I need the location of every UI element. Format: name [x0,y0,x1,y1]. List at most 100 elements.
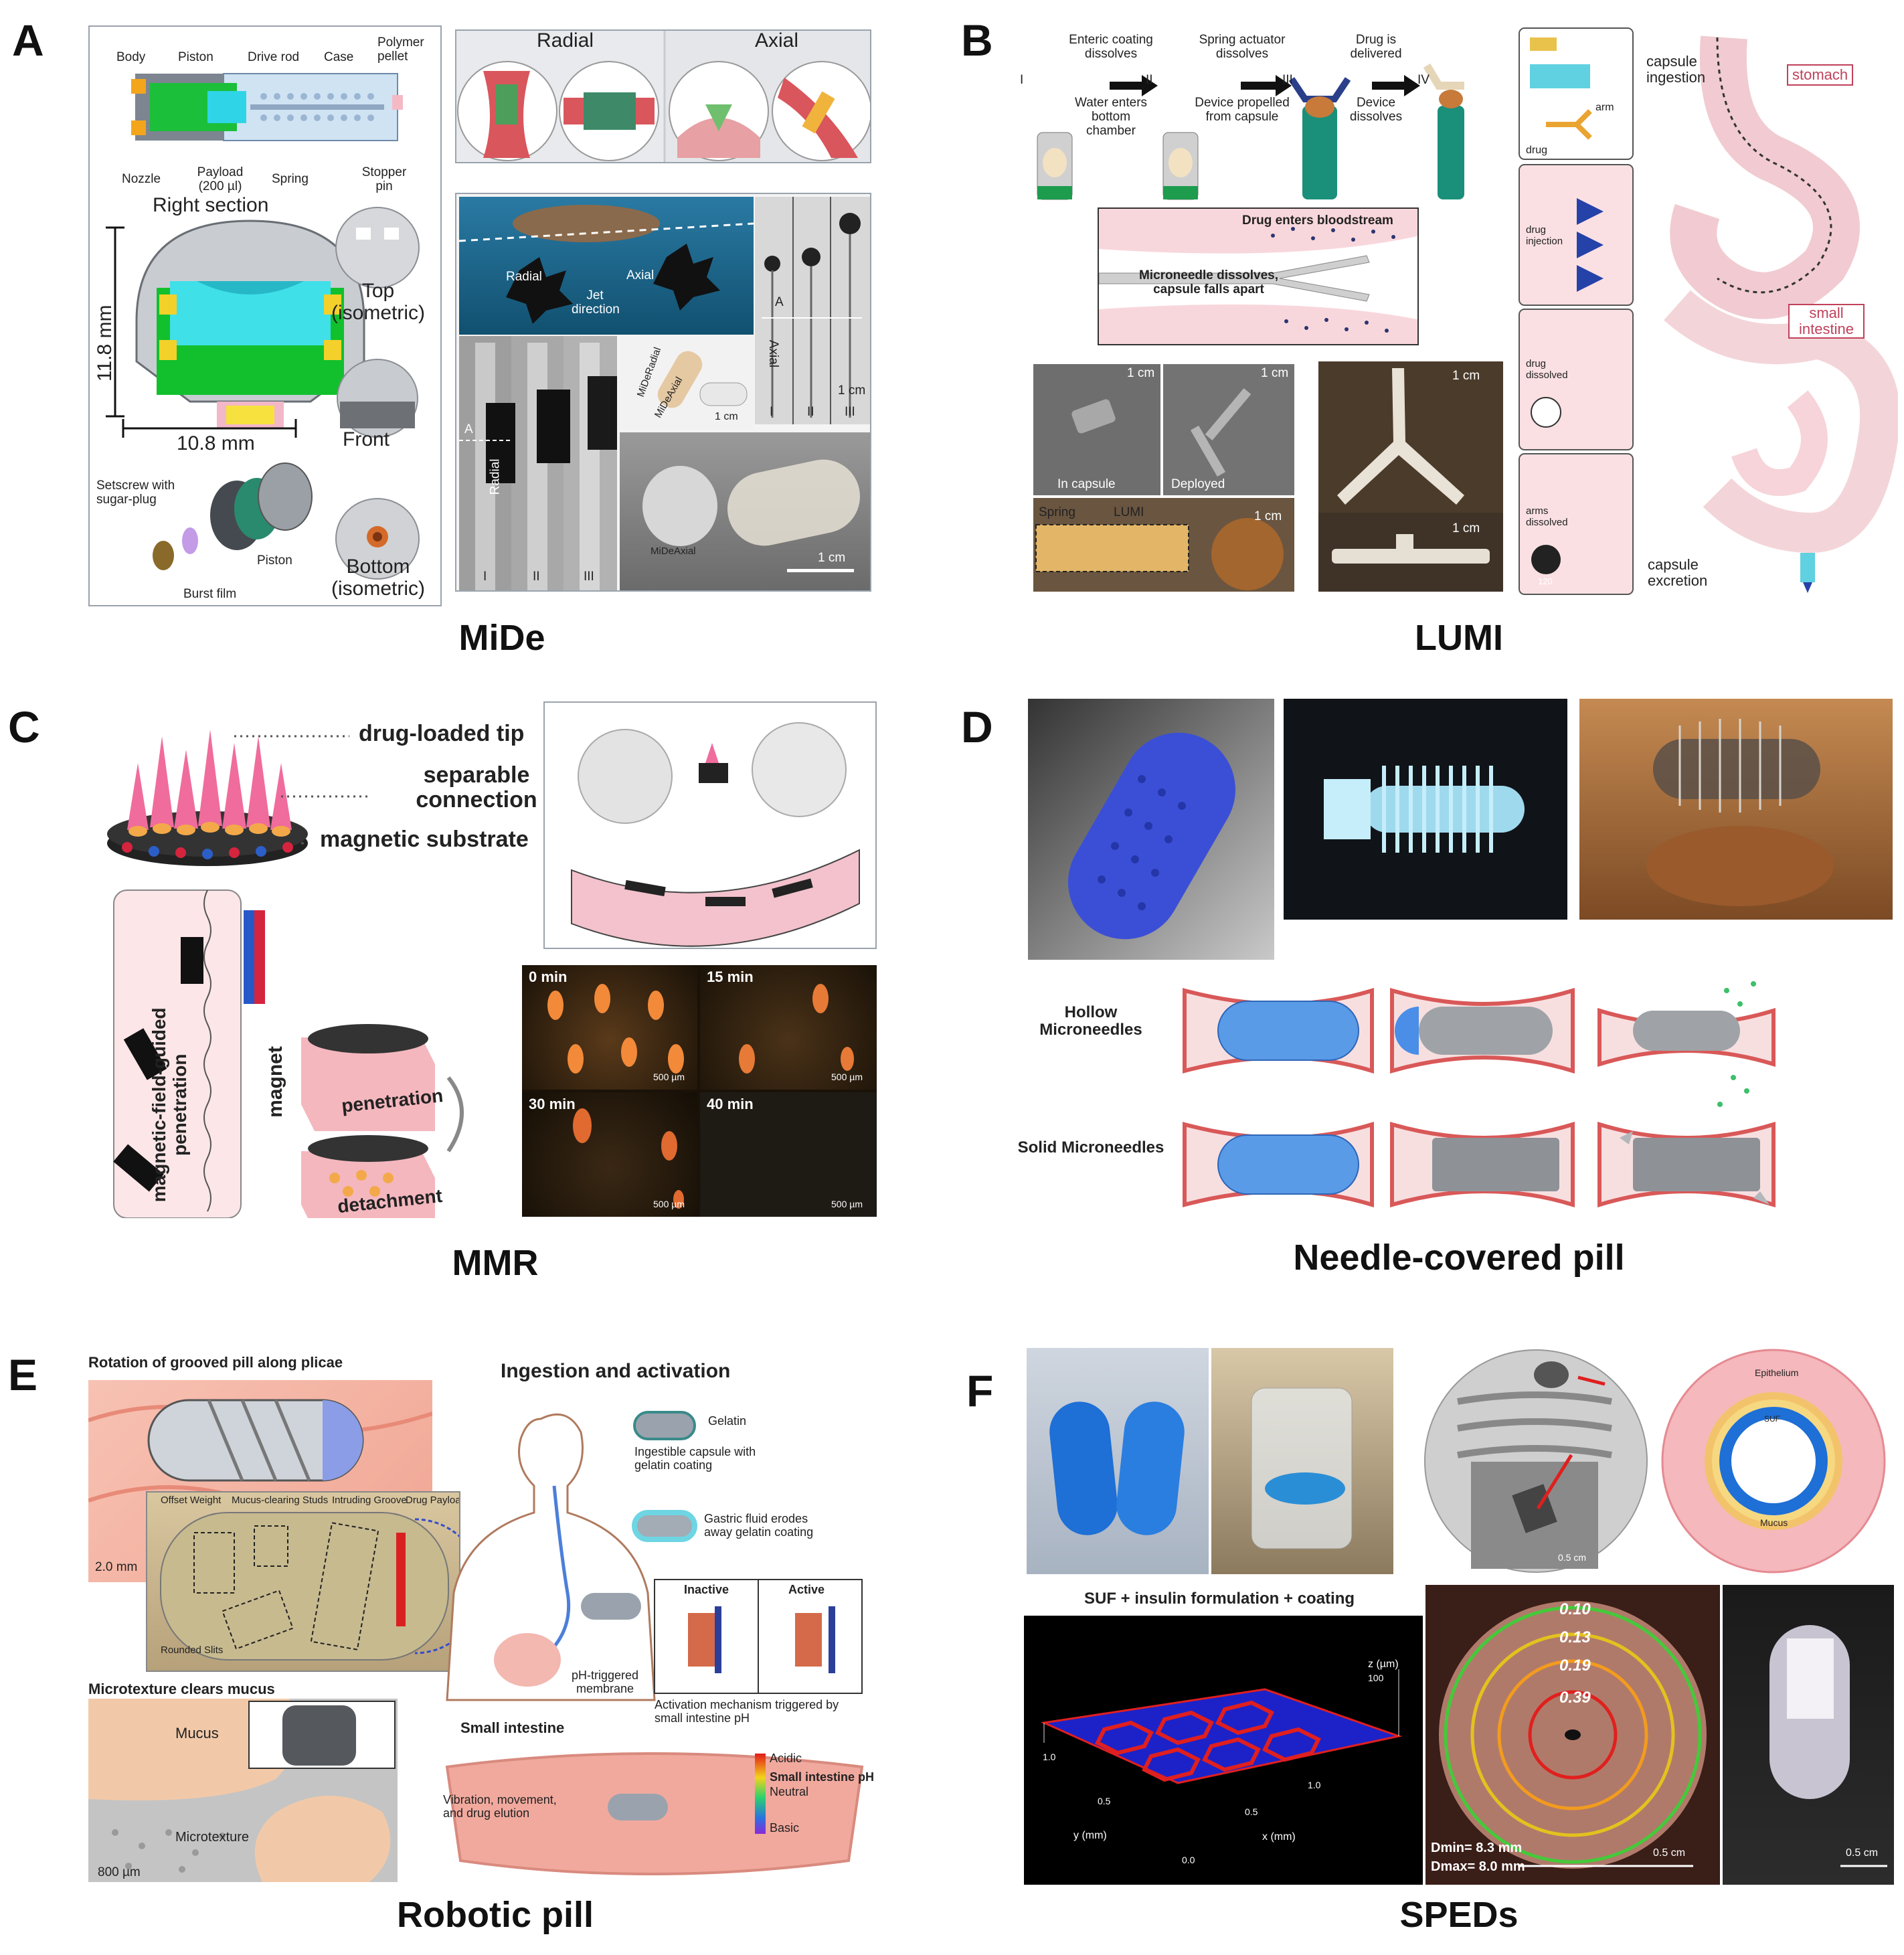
label-setscrew: Setscrew with sugar-plug [96,479,175,507]
step1-top: Enteric coating dissolves [1069,33,1153,61]
label-top-isometric: Top (isometric) [331,280,425,324]
label-height: 11.8 mm [94,305,116,381]
speds-cell-diagram: Epithelium SUF Mucus [1653,1348,1894,1574]
step3-top: Drug is delivered [1350,33,1402,61]
label-stopper-pin: Stopper pin [361,165,407,193]
mucus-scale: 800 µm [98,1865,141,1879]
axis-z: z (µm) [1368,1659,1399,1670]
axis-z100: 100 [1368,1673,1384,1683]
mide-modes-box: Radial Axial [455,29,871,163]
panel-title-d: Needle-covered pill [1293,1238,1625,1278]
step2-bottom: Device propelled from capsule [1195,96,1290,124]
step2-top: Spring actuator dissolves [1199,33,1286,61]
mmr-magnet-label: magnet [264,1046,286,1118]
axis-y05: 0.5 [1098,1796,1111,1806]
speds-stomach-photo: 0.5 cm [1417,1348,1654,1574]
arms-scale-2: 1 cm [1452,521,1480,535]
label-spring: Spring [272,172,309,186]
ingestion-illustration: Gelatin Ingestible capsule with gelatin … [434,1392,916,1887]
needle-pill-xray [1284,699,1567,920]
speds-rings-photo: 0.10 0.13 0.19 0.39 Dmin= 8.3 mm Dmax= 8… [1425,1585,1720,1885]
time-15-scale: 500 µm [831,1072,863,1082]
activation-label: Activation mechanism triggered by small … [655,1698,839,1725]
lumi-steps: I II III IV Enteric coating dissolves Wa… [1017,25,1466,206]
small-intestine-label: Small intestine [460,1719,565,1736]
cell-suf: SUF [1764,1414,1780,1424]
time-40-label: 40 min [707,1096,754,1112]
xray-deployed-label: Deployed [1171,477,1225,491]
label-piston: Piston [178,50,213,64]
axis-y00: 0.0 [1182,1855,1195,1865]
squid-label-axial: Axial [626,268,655,282]
robotic-pill-photo: Offset Weight Mucus-clearing Studs Intru… [146,1491,460,1672]
arms-scale-1: 1 cm [1452,369,1480,383]
gi-arm: arm [1595,102,1614,113]
axis-y: y (mm) [1073,1830,1107,1841]
mucus-illustration: Mucus Microtexture 800 µm [88,1699,398,1882]
lumi-gi-tract: capsule ingestion stomach small intestin… [1517,24,1898,600]
time-15-label: 15 min [707,968,754,985]
label-width: 10.8 mm [177,432,255,454]
xray-deployed: 1 cm Deployed [1163,364,1294,495]
time-40-photo: 40 min 500 µm [700,1092,877,1217]
ring-r3: 0.19 [1559,1656,1591,1675]
mucus-label: Mucus [175,1725,219,1741]
label-mode-axial: Axial [755,29,799,52]
gi-drug: drug [1526,145,1548,156]
part-slits: Rounded Slits [161,1644,224,1656]
speds-pill-photo: 0.5 cm [1723,1585,1894,1885]
gi-clock: 120 [1538,576,1553,586]
dmin-label: Dmin= 8.3 mm [1431,1841,1523,1855]
squid-label-radial: Radial [506,270,542,284]
step1-bottom: Water enters bottom chamber [1074,96,1148,138]
lumi-spring-label: Spring [1039,505,1075,519]
time-40-scale: 500 µm [831,1199,863,1209]
speds-jar-photo [1211,1348,1393,1574]
panel-title-c: MMR [452,1243,539,1283]
mide-devices-photo: MiDeRadial MiDeAxial 1 cm [620,336,754,430]
label-payload: Payload (200 µl) [197,165,244,193]
panel-letter-e: E [8,1350,38,1399]
ingestion-title: Ingestion and activation [501,1360,731,1382]
ring-r2: 0.13 [1559,1628,1591,1646]
squid-photo: Radial Axial Jet direction [459,197,754,335]
axial-a-label: A [775,295,784,309]
mmr-device-illustration [543,701,877,949]
rings-scale: 0.5 cm [1653,1847,1686,1859]
label-front: Front [343,428,390,450]
stomach-scale: 0.5 cm [1558,1552,1587,1563]
squid-label-jet: Jet direction [572,288,620,317]
axial-ii: II [807,405,814,419]
radial-label: Radial [488,458,503,495]
axial-label: Axial [766,339,781,368]
bloodstream-label: Drug enters bloodstream [1242,214,1393,228]
active-label: Active [788,1583,825,1596]
axial-scale: 1 cm [838,384,866,398]
part-payload: Drug Payload [406,1495,460,1506]
pill-scale: 0.5 cm [1846,1847,1879,1859]
label-bottom-isometric: Bottom (isometric) [331,556,425,600]
step-iv: IV [1417,73,1430,87]
time-30-scale: 500 µm [653,1199,685,1209]
mmr-substrate-label: magnetic substrate [320,827,529,852]
mmr-schematic: drug-loaded tip separable connection mag… [100,709,549,870]
label-body: Body [116,50,146,64]
radial-ii: II [533,570,540,584]
label-mode-radial: Radial [537,29,594,52]
xray-in-capsule-label: In capsule [1057,477,1116,491]
speds-capsules-photo [1027,1348,1209,1574]
axis-x: x (mm) [1262,1831,1296,1843]
xray-in-capsule: 1 cm In capsule [1033,364,1160,495]
lumi-capsule-photo: Spring LUMI 1 cm [1033,498,1294,592]
time-15-photo: 15 min 500 µm [700,965,877,1090]
microtexture-label: Microtexture [175,1830,250,1845]
mmr-time-series: 0 min 500 µm 15 min 500 µm 30 min 500 µm… [522,965,877,1217]
label-nozzle: Nozzle [122,172,161,186]
axis-x10: 1.0 [1308,1780,1321,1790]
mide-photo-box: Radial Axial Jet direction A Axial 1 cm … [455,193,871,592]
step3-bottom: Device dissolves [1349,96,1403,124]
gi-drug-dissolved: drug dissolved [1526,358,1568,381]
ph-small: Small intestine pH [770,1770,875,1784]
label-drive-rod: Drive rod [248,50,300,64]
cell-mucus: Mucus [1760,1517,1788,1528]
